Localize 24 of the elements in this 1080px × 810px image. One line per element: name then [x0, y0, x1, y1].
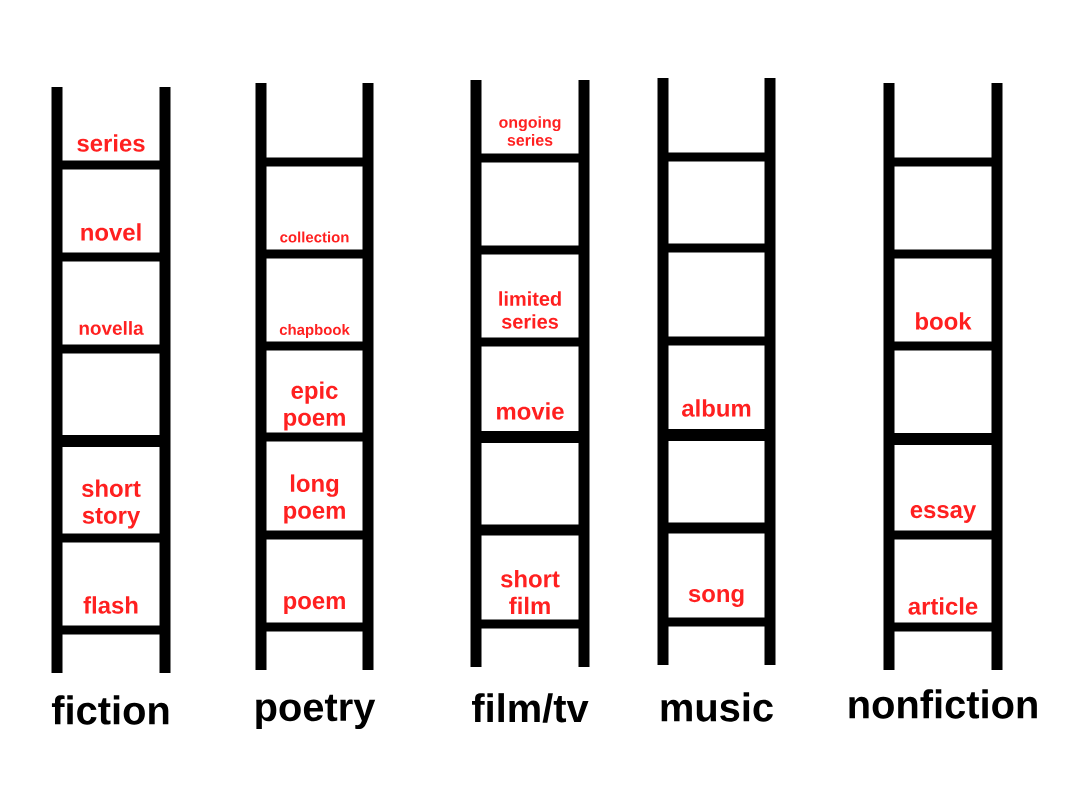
category-label: nonfiction: [849, 689, 1037, 719]
category-label: music: [661, 692, 773, 722]
category-label: film/tv: [472, 693, 589, 723]
rung-label: book: [916, 312, 972, 330]
rung-label: short story: [81, 479, 141, 529]
category-label: poetry: [256, 694, 376, 730]
rung-label: collection: [280, 231, 349, 243]
rung-label: song: [688, 589, 744, 607]
rung-label: essay: [910, 505, 977, 523]
rung-label: long poem: [284, 474, 345, 524]
rung-label: album: [682, 399, 751, 417]
rung-label: short film: [500, 569, 560, 615]
rung-label: novel: [81, 223, 141, 241]
rung-label: chapbook: [279, 324, 350, 338]
rung-label: series: [77, 134, 145, 152]
rung-label: novella: [79, 321, 144, 335]
rung-label: ongoing series: [499, 116, 561, 146]
rung-label: flash: [83, 596, 138, 614]
rung-label: poem: [284, 596, 345, 614]
rung-label: article: [908, 597, 978, 615]
rung-label: epic poem: [284, 381, 345, 431]
rung-label: limited series: [499, 291, 561, 329]
category-label: fiction: [51, 695, 169, 725]
rung-label: movie: [497, 402, 564, 420]
